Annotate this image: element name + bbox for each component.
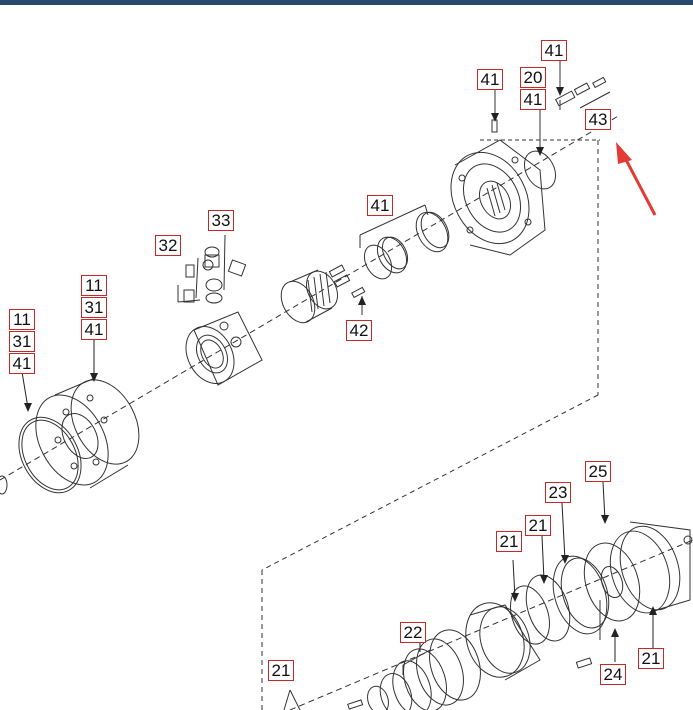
- large-o-ring: [18, 416, 82, 494]
- part-label-23: 23: [545, 482, 571, 503]
- cylinder-block: [280, 264, 366, 324]
- part-label-21: 21: [638, 648, 664, 669]
- part-label-11: 11: [81, 275, 107, 296]
- part-label-42: 42: [346, 320, 372, 341]
- flange-housing: [35, 377, 140, 489]
- top-bar: [0, 0, 693, 5]
- exploded-parts-diagram: 41 41 20 41 43 41 33 32 42 11 31 41 11 3…: [0, 5, 693, 710]
- part-label-21: 21: [496, 531, 522, 552]
- part-label-22: 22: [400, 622, 426, 643]
- housing-o-ring: [523, 150, 557, 190]
- part-label-43: 43: [585, 109, 611, 130]
- red-arrow-icon: [616, 142, 657, 216]
- part-label-41: 41: [9, 353, 35, 374]
- part-label-41: 41: [367, 195, 393, 216]
- part-label-24: 24: [600, 664, 626, 685]
- center-axis-lower: [289, 539, 693, 710]
- part-label-41: 41: [541, 40, 567, 61]
- part-label-11: 11: [9, 309, 35, 330]
- part-label-41: 41: [477, 69, 503, 90]
- part-label-20: 20: [520, 67, 546, 88]
- lower-rotating-group: [283, 602, 593, 710]
- part-label-33: 33: [208, 210, 234, 231]
- part-label-25: 25: [585, 461, 611, 482]
- diagram-drawing: [0, 60, 693, 710]
- part-label-21: 21: [525, 515, 551, 536]
- left-edge-part: [0, 475, 8, 495]
- gear-hub: [185, 311, 263, 386]
- part-label-31: 31: [81, 297, 107, 318]
- part-label-41: 41: [520, 89, 546, 110]
- top-bolts: [491, 60, 611, 152]
- part-label-41: 41: [81, 319, 107, 340]
- part-label-31: 31: [9, 331, 35, 352]
- axis-cross-line: [261, 394, 599, 571]
- brake-plate-stack: [510, 521, 693, 645]
- part-label-21: 21: [268, 660, 294, 681]
- pin-assembly: [177, 234, 247, 304]
- motor-housing: [450, 139, 546, 256]
- seal-rings: [359, 204, 450, 280]
- part-label-32: 32: [155, 235, 181, 256]
